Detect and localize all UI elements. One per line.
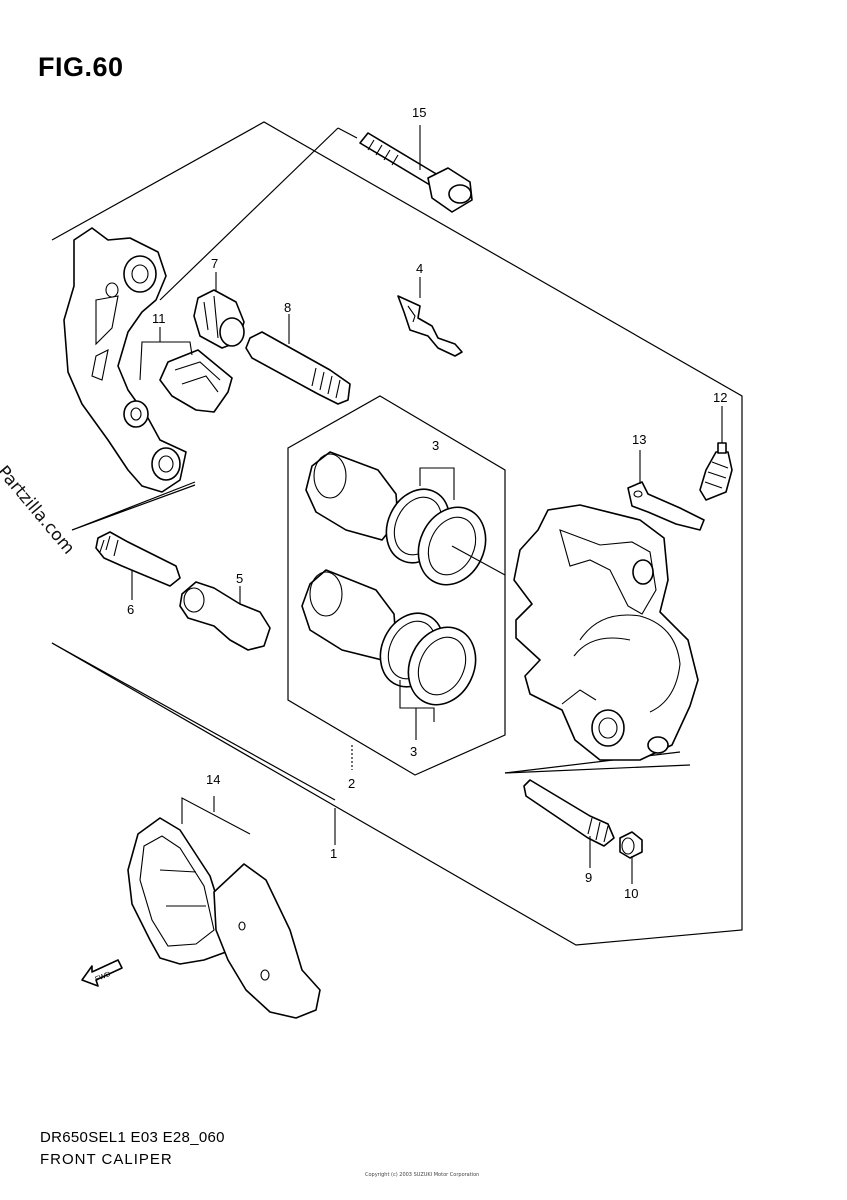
copyright-notice: Copyright (c) 2003 SUZUKI Motor Corporat… [365, 1172, 480, 1178]
dust-seal-lower[interactable] [396, 616, 488, 716]
pin-boot-5[interactable] [179, 581, 271, 651]
leader-11-bracket [139, 341, 193, 381]
leader-3a [419, 467, 455, 500]
slide-pin-6[interactable] [95, 531, 181, 587]
callout-11: 11 [152, 311, 166, 326]
assembly-boundary-1-lower [51, 642, 336, 801]
caliper-bracket[interactable] [63, 227, 187, 493]
assembly-boundary-1 [51, 121, 743, 946]
piston-set-boundary-2 [287, 395, 506, 776]
caliper-plate-13[interactable] [627, 481, 705, 531]
callout-1: 1 [330, 846, 337, 861]
callout-4: 4 [416, 261, 423, 276]
bolt-15[interactable] [359, 132, 473, 213]
plug-10[interactable] [619, 831, 643, 859]
figure-code: DR650SEL1 E03 E28_060 [40, 1129, 225, 1146]
callout-13: 13 [632, 432, 646, 447]
leader-14 [181, 797, 251, 835]
leader-upper-diagonal [337, 127, 358, 139]
assembly-caliper-wedge [504, 764, 691, 774]
callout-12: 12 [713, 390, 727, 405]
brake-pad-14[interactable] [127, 817, 321, 1019]
pad-retainer-11[interactable] [159, 349, 233, 413]
callout-14: 14 [206, 772, 220, 787]
callout-5: 5 [236, 571, 243, 586]
pin-9[interactable] [523, 779, 615, 847]
leader-3b [399, 680, 435, 722]
piston-upper[interactable] [305, 451, 399, 541]
slide-pin-8[interactable] [245, 331, 351, 405]
assembly-left-wedge [71, 481, 196, 531]
callout-8: 8 [284, 300, 291, 315]
figure-name: FRONT CALIPER [40, 1151, 173, 1168]
forward-direction-arrow: FWD [81, 959, 123, 987]
assembly-caliper-wedge-2 [504, 751, 681, 774]
pad-spring-4[interactable] [397, 295, 463, 357]
diagonal-to-bolt [159, 127, 339, 301]
axis-line-upper [451, 545, 506, 576]
callout-15: 15 [412, 105, 426, 120]
callout-9: 9 [585, 870, 592, 885]
figure-title: FIG.60 [38, 52, 124, 82]
callout-10: 10 [624, 886, 638, 901]
caliper-body[interactable] [513, 504, 699, 761]
callout-3-lower: 3 [410, 744, 417, 759]
callout-7: 7 [211, 256, 218, 271]
callout-6: 6 [127, 602, 134, 617]
callout-2: 2 [348, 776, 355, 791]
callout-3-upper: 3 [432, 438, 439, 453]
bleeder-valve-12[interactable] [699, 442, 733, 501]
boot-7[interactable] [193, 289, 245, 349]
